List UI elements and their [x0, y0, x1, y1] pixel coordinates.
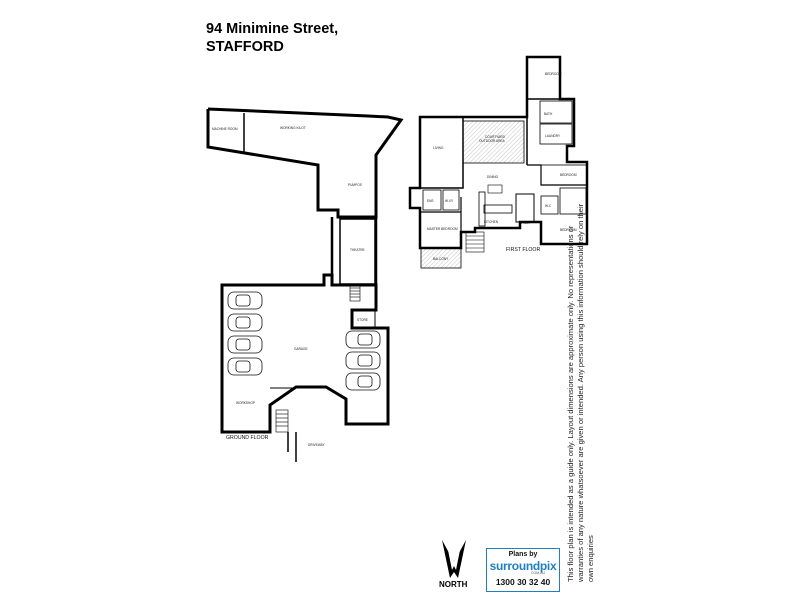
disclaimer-text: This floor plan is intended as a guide o…: [566, 203, 595, 582]
top-laundry: [539, 123, 573, 145]
courtyard-area: [462, 120, 525, 164]
ground-floor-plan: [206, 107, 404, 462]
label-courtyard: COURTYARD: [485, 135, 506, 139]
surroundpix-logo: Plans by surroundpix COM.AU 1300 30 32 4…: [486, 548, 560, 592]
hall-wall: [527, 164, 587, 186]
car-icon: [227, 357, 263, 376]
car-icon: [345, 330, 381, 349]
car-icon: [227, 291, 263, 310]
address-suburb: STAFFORD: [206, 39, 284, 55]
logo-plans-by: Plans by: [508, 551, 538, 558]
first-floor-label: FIRST FLOOR: [506, 247, 540, 253]
car-icon: [345, 351, 381, 370]
label-master-bedroom: MASTER BEDROOM: [427, 227, 458, 231]
bedroom-mid: [540, 164, 588, 186]
address-street: 94 Minimine Street,: [206, 21, 339, 37]
first-floor-stairs: [465, 231, 485, 253]
bath-mid: [559, 187, 587, 215]
garage-wall: [220, 273, 390, 434]
logo-domain: COM.AU: [531, 571, 545, 575]
kitchen-bench: [483, 204, 513, 214]
dining-table-icon: [487, 184, 503, 194]
label-workshop: WORKSHOP: [236, 401, 255, 405]
car-icon: [227, 335, 263, 354]
driveway-lines: [287, 432, 297, 462]
logo-brand: surroundpix: [489, 559, 557, 573]
first-floor-outer-wall: [408, 55, 589, 250]
store-room: [352, 310, 376, 328]
label-wc: W.C: [545, 204, 552, 208]
logo-phone: 1300 30 32 40: [495, 577, 551, 587]
label-study: STUDY: [520, 221, 532, 225]
wc-mid: [540, 195, 559, 215]
property-address: 94 Minimine Street, STAFFORD: [206, 20, 338, 56]
label-pumpos: PUMPOS: [348, 183, 362, 187]
ground-floor-label: GROUND FLOOR: [226, 435, 269, 441]
car-icon: [345, 372, 381, 391]
label-kitchen: KITCHEN: [484, 220, 499, 224]
living-room: [419, 116, 464, 189]
ground-upper-wing-wall: [206, 107, 404, 219]
first-floor-plan: [408, 55, 589, 269]
wir: [442, 189, 460, 211]
label-ens: ENS: [427, 199, 434, 203]
car-icon: [227, 313, 263, 332]
label-bedroom-top: BEDROOM: [545, 72, 562, 76]
entry-stairs: [275, 409, 289, 433]
label-bedroom-bottom: BEDROOM: [560, 228, 577, 232]
label-working-kilot: WORKING KILOT: [280, 126, 306, 130]
label-theatre: THEATRE: [350, 248, 365, 252]
north-label: NORTH: [439, 580, 468, 589]
label-dining: DINING: [487, 175, 499, 179]
garage-cars: [227, 291, 381, 391]
label-bath: BATH: [544, 112, 553, 116]
label-living: LIVING: [433, 146, 444, 150]
label-driveway: DRIVEWAY: [308, 443, 326, 447]
top-bath: [539, 100, 573, 124]
label-machine-room: MACHINE ROOM: [212, 127, 238, 131]
label-store: STORE: [357, 318, 368, 322]
ensuite: [422, 189, 442, 211]
label-balcony: BALCONY: [433, 257, 449, 261]
label-outdoor-area: OUTDOOR AREA: [479, 139, 506, 143]
north-arrow-icon: [442, 540, 466, 578]
label-laundry: LAUNDRY: [545, 134, 561, 138]
label-garage: GARAGE: [294, 347, 308, 351]
study-room: [515, 193, 535, 223]
label-bedroom-mid: BEDROOM: [560, 173, 577, 177]
ground-stairs: [349, 284, 361, 302]
kitchen-counter: [478, 191, 486, 227]
label-wir: W.I.R: [445, 199, 453, 203]
